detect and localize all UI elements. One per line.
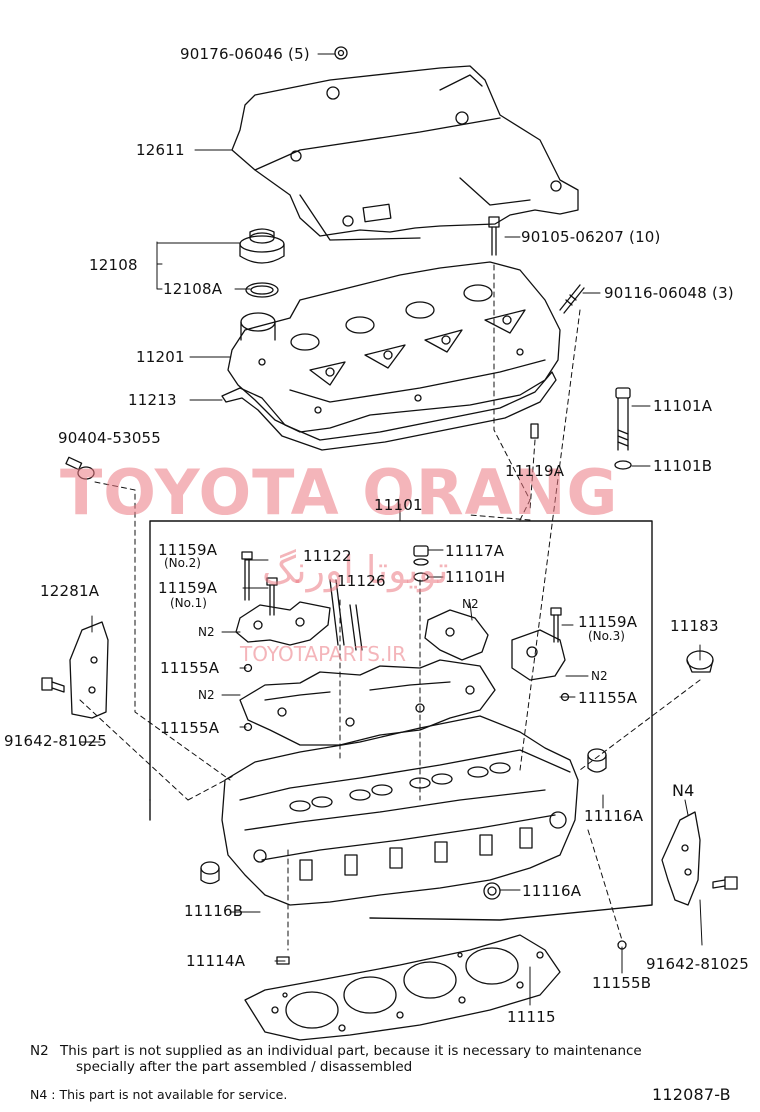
label-11101: 11101	[374, 496, 423, 514]
label-11101h: 11101H	[445, 568, 506, 586]
alignment-dashes	[79, 264, 701, 951]
label-11116b: 11116B	[184, 902, 244, 920]
note-n4: N4 : This part is not available for serv…	[30, 1087, 288, 1102]
label-11101a: 11101A	[653, 397, 713, 415]
label-n2-lower: N2	[198, 688, 215, 702]
washer-11101b-icon	[614, 460, 632, 470]
washer-11101h-icon	[413, 572, 429, 582]
note-n2-line1: This part is not supplied as an individu…	[60, 1043, 642, 1059]
label-12108: 12108	[89, 256, 138, 274]
valve-cover-11201-icon	[227, 261, 561, 433]
plugs-11155a-icon	[243, 663, 570, 732]
cylinder-head-icon	[221, 715, 579, 906]
label-91642-81025-right: 91642-81025	[646, 955, 750, 973]
plug-11116a-upper-icon	[587, 748, 607, 773]
bolt-91642-right-icon	[712, 876, 738, 890]
label-11155a-lower: 11155A	[160, 719, 220, 737]
bolt-90105-icon	[488, 216, 500, 256]
label-90116-06048: 90116-06048 (3)	[604, 284, 734, 302]
stud-90116-icon	[559, 284, 585, 314]
pin-11114a-icon	[276, 956, 290, 965]
stud-11122-icon	[329, 579, 345, 646]
label-n2-mid: N2	[462, 597, 479, 611]
label-no1: (No.1)	[170, 596, 207, 610]
label-11159a-no3: 11159A	[578, 613, 638, 631]
label-no2: (No.2)	[164, 556, 201, 570]
label-11119a: 11119A	[505, 462, 565, 480]
label-11116a-right: 11116A	[584, 807, 644, 825]
label-11183: 11183	[670, 617, 719, 635]
label-11159a-no1: 11159A	[158, 579, 218, 597]
leader-lines	[79, 53, 703, 1006]
label-n2-left: N2	[198, 625, 215, 639]
label-no3: (No.3)	[588, 629, 625, 643]
label-11201: 11201	[136, 348, 185, 366]
plug-11116b-icon	[200, 861, 220, 885]
plug-11116a-lower-icon	[483, 882, 501, 900]
bolt-11159a-no2-icon	[241, 551, 253, 601]
label-11114a: 11114A	[186, 952, 246, 970]
bolt-11101a-icon	[615, 387, 631, 451]
label-11126: 11126	[337, 572, 386, 590]
figure-code: 112087-B	[652, 1085, 731, 1104]
gasket-11213-icon	[221, 371, 557, 451]
nut-90176-icon	[334, 46, 348, 60]
bolt-11159a-no1-icon	[266, 577, 278, 616]
label-11155a-right: 11155A	[578, 689, 638, 707]
watermark-arabic: تويوتا اورنگ	[262, 548, 449, 592]
label-11159a-no2: 11159A	[158, 541, 218, 559]
watermark-title: TOYOTA ORANG	[60, 456, 619, 529]
bracket-n4-icon	[661, 811, 701, 906]
plug-11155b-icon	[617, 940, 627, 950]
label-91642-81025-left: 91642-81025	[4, 732, 108, 750]
pin-11119a-icon	[530, 423, 539, 439]
label-11155a-upper: 11155A	[160, 659, 220, 677]
bearing-cap-n2-left-icon	[235, 601, 331, 646]
label-90176-06046: 90176-06046 (5)	[180, 45, 310, 63]
group-frame-11101	[149, 520, 653, 921]
oil-cap-12108-icon	[239, 228, 285, 264]
label-11115: 11115	[507, 1008, 556, 1026]
plug-90404-icon	[65, 456, 95, 480]
engine-cover-12611-icon	[231, 65, 579, 241]
bracket-12281a-icon	[69, 621, 109, 719]
label-11117a: 11117A	[445, 542, 505, 560]
label-n2-right: N2	[591, 669, 608, 683]
gasket-12108a-icon	[245, 282, 279, 298]
label-90105-06207: 90105-06207 (10)	[521, 228, 661, 246]
note-n2-line2: specially after the part assembled / dis…	[76, 1059, 413, 1075]
label-12611: 12611	[136, 141, 185, 159]
bolt-91642-left-icon	[41, 677, 65, 693]
note-n2-key: N2	[30, 1043, 49, 1059]
label-11116a-bottom: 11116A	[522, 882, 582, 900]
label-12108a: 12108A	[163, 280, 223, 298]
label-11155b: 11155B	[592, 974, 652, 992]
head-gasket-11115-icon	[244, 934, 561, 1041]
part-11183-icon	[686, 650, 714, 673]
watermark-url: TOYOTAPARTS.IR	[240, 642, 407, 666]
bearing-cap-n2-right-icon	[511, 629, 566, 681]
label-11101b: 11101B	[653, 457, 713, 475]
bolt-11117a-icon	[413, 545, 429, 566]
stud-11126-icon	[349, 604, 363, 651]
label-n4: N4	[672, 781, 695, 800]
bearing-cap-n2-mid-icon	[424, 609, 489, 661]
label-11213: 11213	[128, 391, 177, 409]
label-11122: 11122	[303, 547, 352, 565]
label-12281a: 12281A	[40, 582, 100, 600]
bearing-carrier-n2-lower-icon	[239, 659, 496, 746]
label-90404-53055: 90404-53055	[58, 429, 162, 447]
